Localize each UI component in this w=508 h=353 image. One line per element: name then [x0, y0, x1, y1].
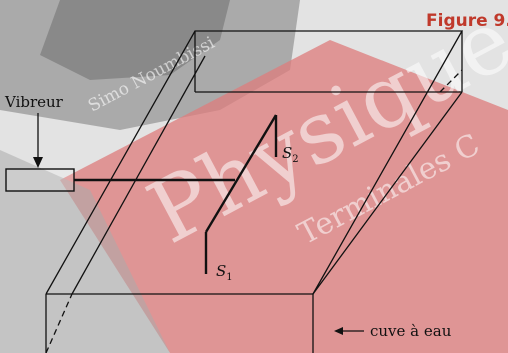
vibrator-label: Vibreur: [4, 93, 64, 111]
vibrator-box: [6, 169, 74, 191]
figure-title: Figure 9.7: [426, 11, 508, 31]
tank-label: cuve à eau: [370, 322, 452, 340]
